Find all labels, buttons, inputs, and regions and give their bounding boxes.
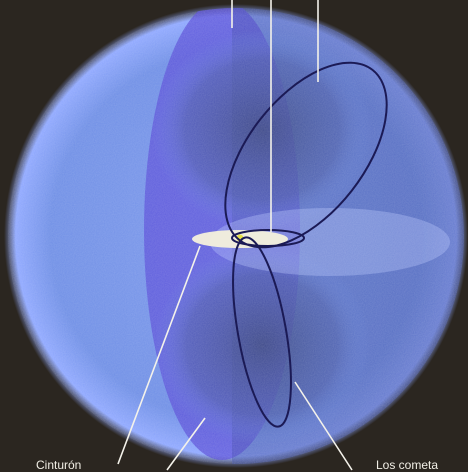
comet-orbit-upper — [224, 61, 388, 249]
pointer-line-comet — [294, 381, 353, 471]
right-caption: Los cometa — [376, 458, 439, 472]
pointer-line-disk — [117, 245, 201, 465]
left-caption: Cinturón — [36, 458, 82, 472]
comet-orbit-lower — [232, 236, 292, 428]
pointer-line-plane — [166, 417, 206, 471]
